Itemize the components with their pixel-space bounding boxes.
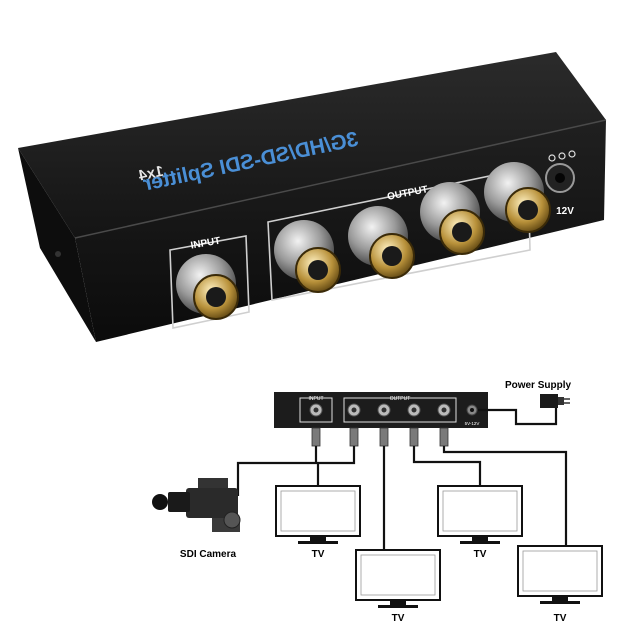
cable-plug — [379, 427, 389, 447]
power-label: 12V — [556, 206, 574, 217]
cable-tv-3 — [412, 446, 482, 487]
tv-icon — [355, 549, 441, 608]
input-panel — [169, 235, 250, 329]
diagram-port — [347, 403, 361, 417]
tv-icon — [517, 545, 603, 604]
tv-label: TV — [474, 549, 487, 560]
power-adapter-icon — [540, 394, 570, 408]
cable-plug — [349, 427, 359, 447]
tv-label: TV — [312, 549, 325, 560]
cables — [236, 407, 568, 551]
diagram-port — [309, 403, 323, 417]
diagram-output-label: OUTPUT — [390, 396, 411, 402]
output-bnc-connector — [420, 182, 485, 255]
tv-label: TV — [392, 613, 405, 624]
cable-tv-4 — [442, 446, 568, 545]
output-bnc-connector — [274, 220, 341, 293]
diagram-port — [377, 403, 391, 417]
cable-plug — [439, 427, 449, 447]
cable-tv-1 — [316, 446, 356, 487]
diagram-power-port-label: 5V-12V — [465, 421, 480, 426]
diagram-port — [407, 403, 421, 417]
diagram-port — [437, 403, 451, 417]
tv-icon — [437, 485, 523, 544]
power-supply-label: Power Supply — [505, 380, 572, 391]
cable-plug — [409, 427, 419, 447]
power-polarity-icon — [548, 150, 576, 162]
output-bnc-connector — [348, 206, 415, 279]
input-label: INPUT — [190, 236, 221, 252]
output-bnc-connector — [484, 162, 551, 233]
camera-label: SDI Camera — [180, 549, 237, 560]
cable-power — [478, 407, 558, 426]
splitter-device: 3G/HD/SD-SDI Splitter 1x4 INPUT OUTPUT 1… — [18, 52, 607, 342]
tv-label: TV — [554, 613, 567, 624]
device-top-face — [18, 52, 606, 238]
diagram-power-port — [466, 404, 478, 416]
side-screw — [55, 251, 61, 257]
product-model: 1x4 — [136, 163, 165, 185]
camera-icon — [152, 478, 241, 532]
cable-plug — [311, 427, 321, 447]
device-side-face — [18, 148, 96, 342]
input-bnc-connector — [176, 254, 239, 320]
tv-icon — [275, 485, 361, 544]
connection-diagram: INPUT OUTPUT 5V-12V — [152, 380, 603, 624]
diagram-input-label: INPUT — [309, 396, 324, 402]
cable-camera — [236, 446, 318, 496]
